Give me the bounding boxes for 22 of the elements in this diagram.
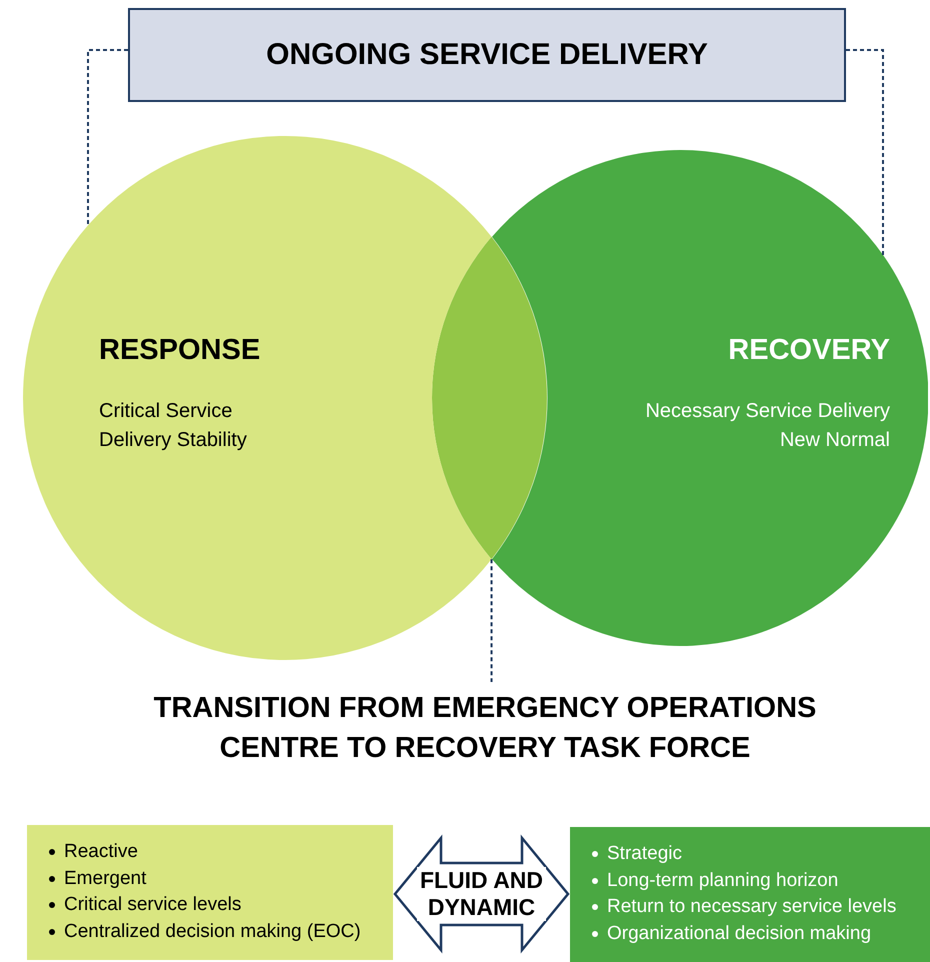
title-box: ONGOING SERVICE DELIVERY — [128, 8, 846, 102]
leader-line — [490, 559, 493, 682]
leader-line — [846, 49, 884, 256]
bullet-item: Critical service levels — [64, 893, 242, 917]
recovery-traits-panel — [570, 827, 930, 962]
circle-text: Critical Service Delivery Stability — [99, 399, 248, 453]
bullet-item: Reactive — [64, 840, 138, 864]
bullet-item: Centralized decision making (EOC) — [64, 920, 361, 944]
overlap-region — [432, 236, 547, 560]
circle-heading: RECOVERY — [728, 334, 890, 367]
response-traits-panel — [27, 825, 393, 960]
bullet-item: Long-term planning horizon — [607, 868, 838, 892]
circle-text: New Normal — [778, 428, 890, 453]
circle-heading: RESPONSE — [99, 334, 260, 367]
bullet-item: Emergent — [64, 866, 146, 890]
bullet-item: Organizational decision making — [607, 922, 872, 946]
bullet-item: Strategic — [607, 842, 682, 866]
edge-label: FLUID AND DYNAMIC — [417, 867, 546, 921]
circle-text: Necessary Service Delivery — [644, 399, 890, 424]
transition-heading: TRANSITION FROM EMERGENCY OPERATIONS CENTRE TO RECOVERY TASK FORCE — [90, 688, 880, 768]
bullet-item: Return to necessary service levels — [607, 895, 896, 919]
leader-line — [87, 49, 128, 226]
